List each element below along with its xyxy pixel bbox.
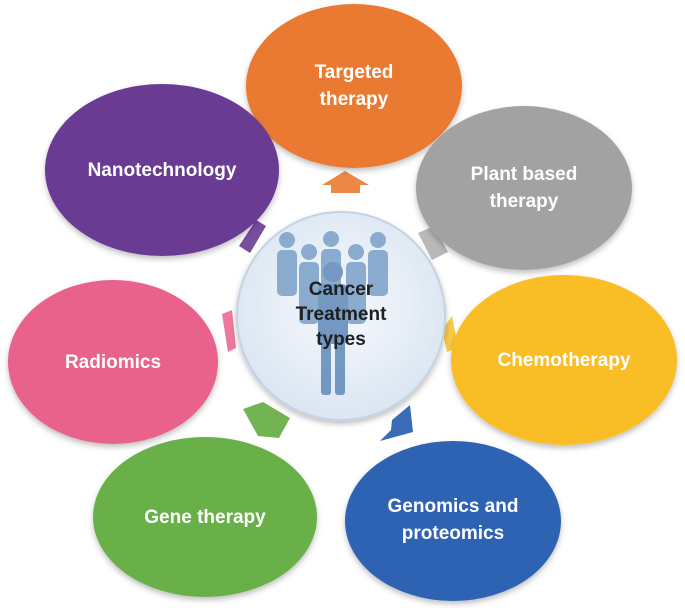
node-targeted-ellipse bbox=[246, 4, 462, 168]
node-chemo-ellipse bbox=[451, 275, 677, 445]
arrow-nano bbox=[239, 220, 266, 253]
arrow-radiomics bbox=[222, 310, 236, 352]
node-nano-ellipse bbox=[45, 84, 279, 256]
people-group-icon bbox=[277, 231, 388, 395]
node-plant-ellipse bbox=[416, 106, 632, 270]
arrow-plant bbox=[418, 226, 448, 260]
node-gene-ellipse bbox=[93, 437, 317, 597]
node-radiomics-ellipse bbox=[8, 280, 218, 444]
arrow-genomics bbox=[380, 405, 413, 441]
arrow-gene bbox=[243, 402, 290, 438]
arrow-targeted bbox=[322, 171, 369, 193]
node-genomics-ellipse bbox=[345, 441, 561, 601]
